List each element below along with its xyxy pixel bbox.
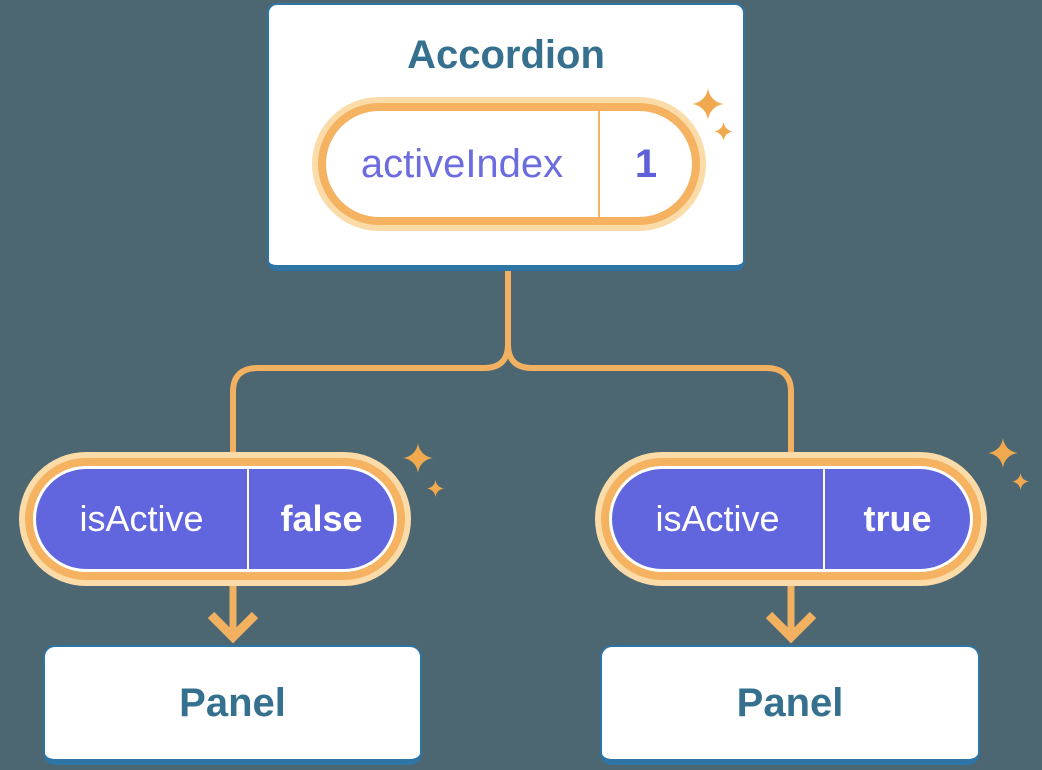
prop-pill-body: isActive true [612,469,970,569]
prop-name: isActive [79,498,204,539]
prop-value: true [863,498,932,539]
sparkle-icon [403,443,433,473]
state-name: activeIndex [360,141,564,186]
sparkle-icon [988,438,1018,468]
state-pill-activeindex: activeIndex 1 [318,103,700,225]
prop-pill-divider [823,469,825,569]
panel-label: Panel [179,680,286,725]
prop-pill-isactive-true: isActive true [601,458,981,580]
state-pill-divider [598,111,600,217]
panel-card-right: Panel [600,645,980,765]
panel-card-left: Panel [43,645,422,765]
prop-name: isActive [655,498,780,539]
connector-stem-left-branch [230,271,511,456]
sparkle-icon [692,88,724,120]
prop-pill-isactive-false: isActive false [25,458,405,580]
arrowhead-right [765,611,817,644]
sparkle-icon [714,122,733,141]
sparkle-icon [427,480,444,497]
prop-pill-body: isActive false [36,469,394,569]
prop-value: false [280,498,363,539]
sparkle-icon [1012,473,1029,490]
prop-pill-divider [247,469,249,569]
panel-label: Panel [736,680,844,725]
accordion-title: Accordion [407,33,605,77]
arrowhead-left [207,611,259,644]
state-value: 1 [634,141,658,186]
connector-stem-right-branch [505,271,794,456]
